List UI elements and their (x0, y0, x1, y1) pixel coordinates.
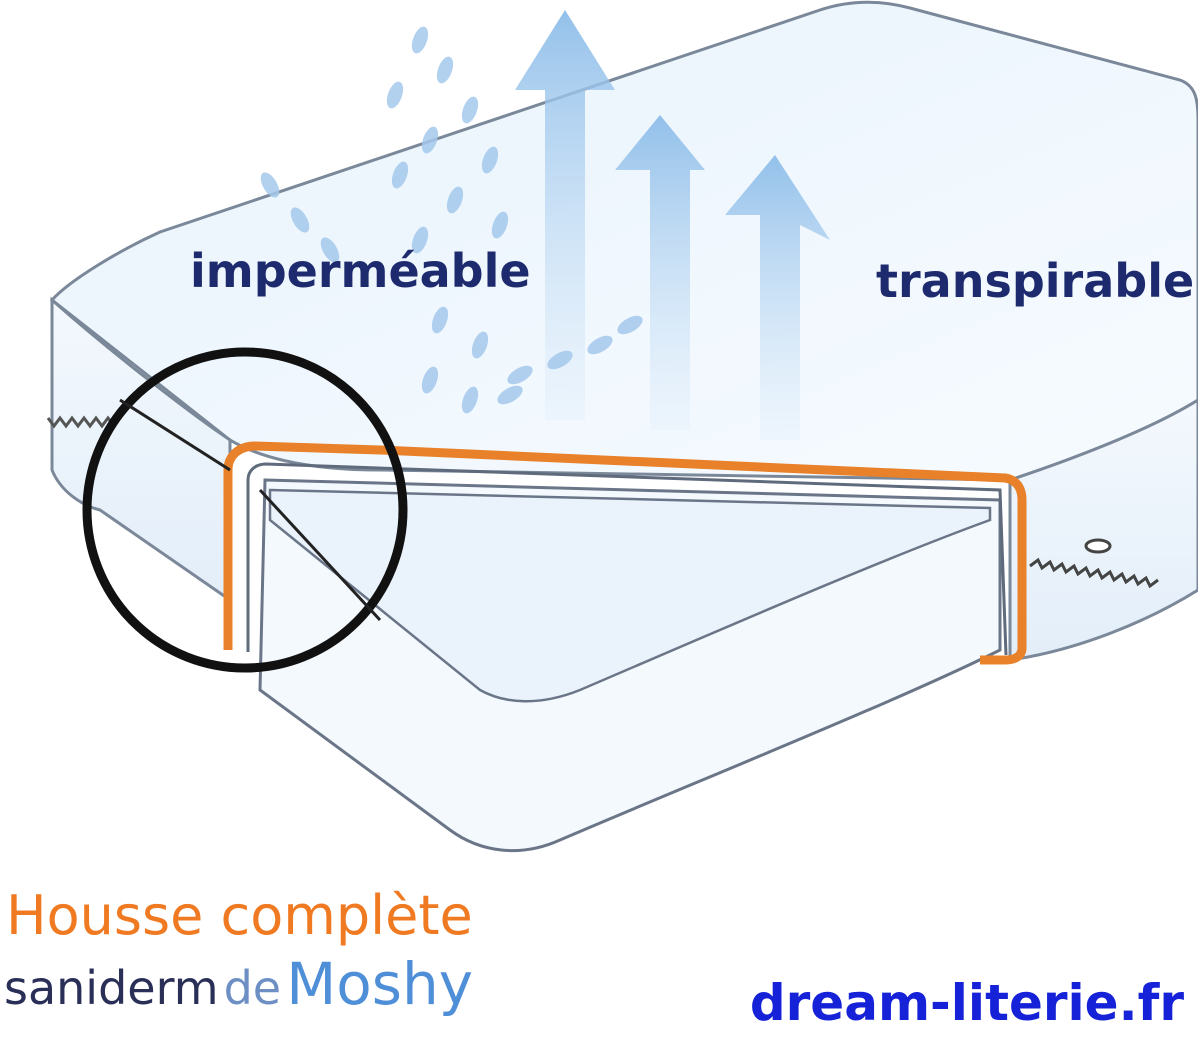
mattress-top (49, 0, 1198, 482)
website-watermark: dream-literie.fr (749, 974, 1184, 1032)
impermeable-label: imperméable (190, 244, 531, 298)
product-brand-line: saniderm de Moshy (4, 950, 473, 1018)
mattress-side-left (50, 296, 232, 603)
transpirable-label: transpirable (876, 254, 1195, 308)
cover-inner-line (246, 462, 1008, 656)
cover-orange-edge (223, 441, 1027, 665)
brand-prefix: saniderm (4, 961, 219, 1015)
zipper-left (46, 415, 116, 429)
mattress-side-right (1008, 398, 1198, 662)
brand-connector: de (223, 961, 282, 1015)
zipper-right (1029, 557, 1159, 589)
brand-name: Moshy (286, 950, 474, 1018)
water-drops-icon (260, 26, 643, 414)
zipper-pull (1084, 538, 1112, 554)
up-arrows-icon (515, 10, 830, 440)
cover-inner-fold (268, 488, 992, 703)
magnifier-circle-icon (82, 347, 408, 673)
product-title: Housse complète (6, 884, 473, 947)
